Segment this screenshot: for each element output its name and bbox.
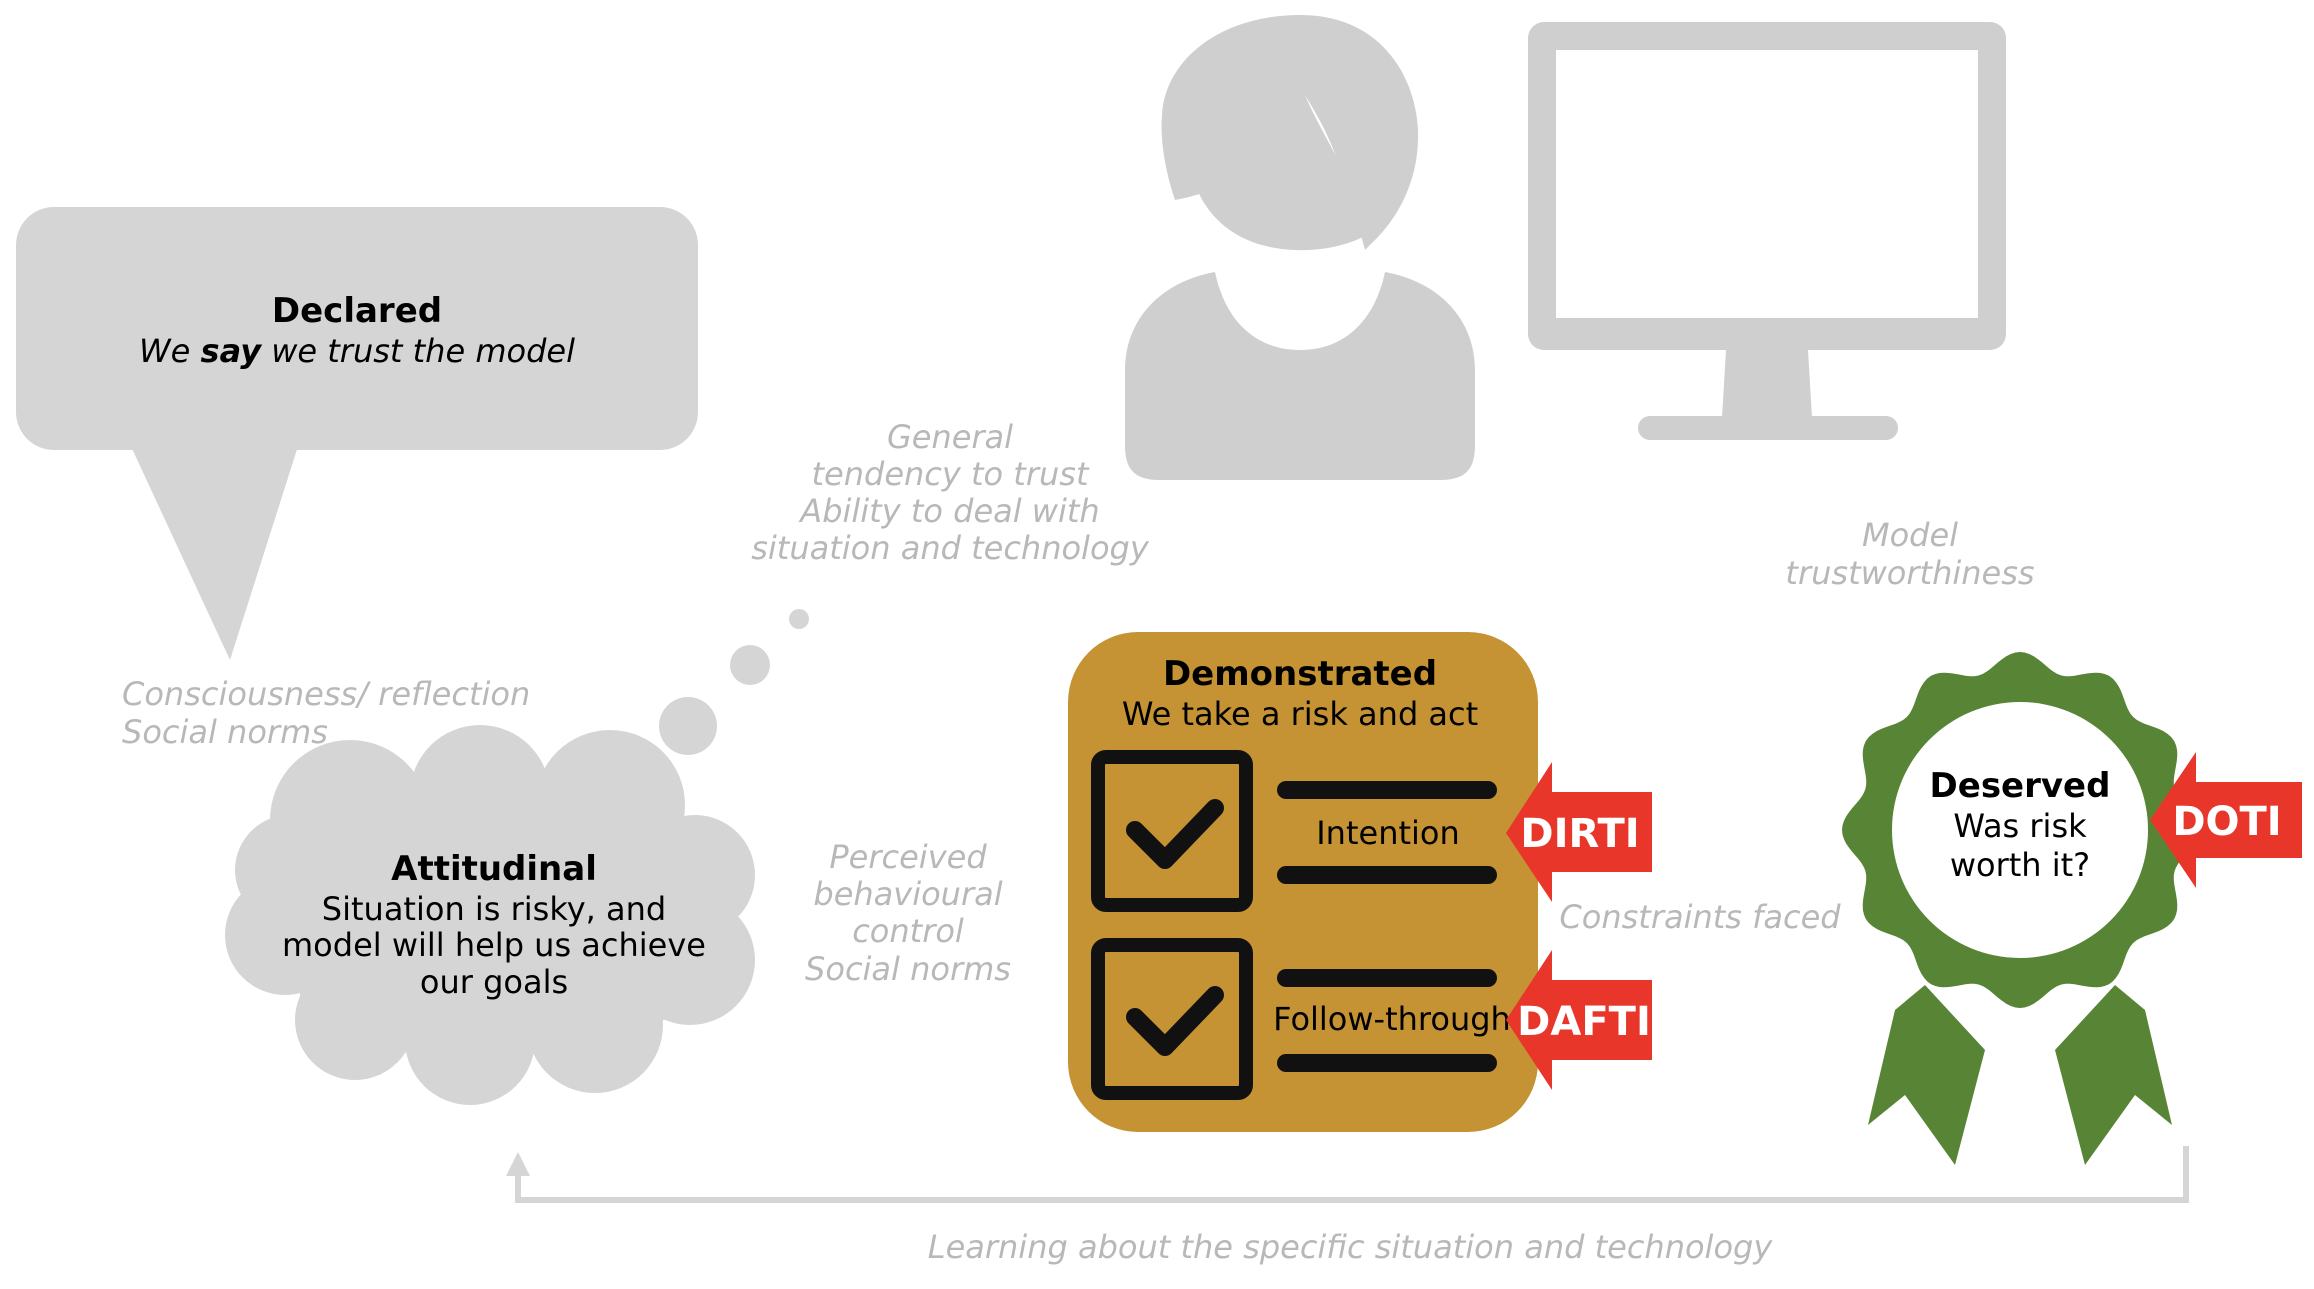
note-general-3: Ability to deal with: [798, 492, 1099, 530]
person-icon: [1125, 15, 1475, 480]
note-general-4: situation and technology: [751, 529, 1150, 567]
note-general-2: tendency to trust: [812, 455, 1090, 493]
declared-subtitle: We say we trust the model: [139, 332, 575, 370]
doti-label: DOTI: [2172, 799, 2281, 845]
checklist-lines: [1277, 781, 1497, 1072]
note-constraints: Constraints faced: [1559, 898, 1841, 936]
attitudinal-line-2: model will help us achieve: [282, 926, 706, 964]
monitor-icon: [1528, 22, 2006, 440]
note-consciousness-1: Consciousness/ reflection: [122, 675, 530, 713]
dirti-arrow-tag: [1506, 762, 1652, 902]
rosette-badge-icon: [1842, 652, 2198, 1008]
intention-label: Intention: [1316, 814, 1460, 852]
note-perceived-2: behavioural: [813, 875, 1002, 913]
note-perceived-1: Perceived: [829, 838, 987, 876]
dafti-arrow-tag: [1506, 950, 1652, 1090]
attitudinal-cloud: [225, 725, 755, 1105]
note-perceived-3: control: [852, 912, 964, 950]
deserved-title: Deserved: [1930, 766, 2111, 806]
rosette-ribbon-icon: [1868, 985, 2172, 1165]
note-perceived-4: Social norms: [805, 950, 1011, 988]
dafti-label: DAFTI: [1517, 999, 1651, 1045]
note-model-1: Model: [1862, 516, 1958, 554]
attitudinal-title: Attitudinal: [391, 849, 597, 889]
checkbox-icon-follow-through: [1091, 938, 1253, 1100]
doti-arrow-tag: [2150, 752, 2302, 888]
declared-speech-bubble: [16, 207, 698, 660]
checkbox-icon-intention: [1091, 750, 1253, 912]
attitudinal-line-3: our goals: [420, 963, 568, 1001]
note-model-2: trustworthiness: [1785, 554, 2034, 592]
feedback-arrow: [506, 1146, 2189, 1203]
note-learning: Learning about the specific situation an…: [928, 1228, 1774, 1266]
attitudinal-line-1: Situation is risky, and: [322, 890, 666, 928]
declared-title: Declared: [272, 291, 442, 331]
note-consciousness-2: Social norms: [122, 713, 328, 751]
thought-dots: [659, 609, 809, 755]
deserved-line-2: worth it?: [1950, 846, 2090, 884]
dirti-label: DIRTI: [1520, 811, 1639, 857]
demonstrated-subtitle: We take a risk and act: [1122, 695, 1478, 733]
deserved-line-1: Was risk: [1953, 807, 2087, 845]
follow-through-label: Follow-through: [1273, 1000, 1511, 1038]
note-general-1: General: [887, 418, 1013, 456]
demonstrated-title: Demonstrated: [1163, 654, 1437, 694]
